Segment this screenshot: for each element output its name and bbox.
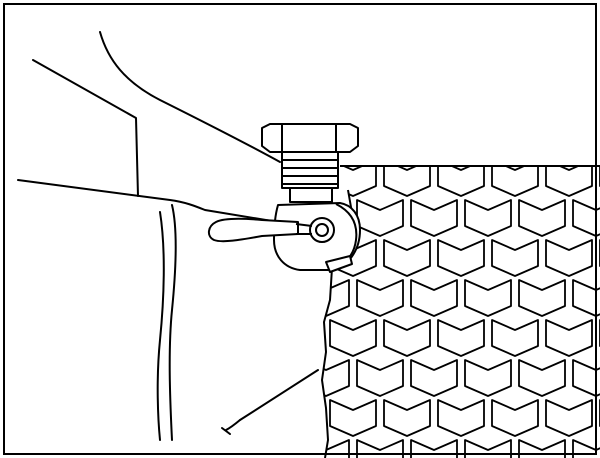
tread-block bbox=[410, 439, 458, 458]
tread-block bbox=[322, 359, 350, 397]
handle-lever bbox=[208, 217, 299, 243]
tank-lower-inner bbox=[156, 211, 165, 441]
tread-block bbox=[356, 199, 404, 237]
tread-block bbox=[491, 166, 539, 197]
tread-block bbox=[545, 239, 593, 277]
tread-block bbox=[464, 199, 512, 237]
fender-strut bbox=[239, 369, 319, 421]
tread-block bbox=[572, 199, 600, 237]
hex-nut-face-line bbox=[281, 124, 337, 152]
tread-block bbox=[464, 279, 512, 317]
tread-block bbox=[464, 359, 512, 397]
tread-block bbox=[518, 199, 566, 237]
tread-block bbox=[329, 319, 377, 357]
tread-block bbox=[572, 359, 600, 397]
tread-block bbox=[491, 239, 539, 277]
tread-block bbox=[437, 239, 485, 277]
thread-lines bbox=[282, 159, 338, 185]
tread-block bbox=[518, 359, 566, 397]
threaded-stem bbox=[281, 151, 339, 189]
tread-block bbox=[572, 279, 600, 317]
tread-block bbox=[410, 279, 458, 317]
tread-block-group bbox=[322, 166, 600, 458]
tread-block bbox=[545, 399, 593, 437]
tread-block bbox=[383, 239, 431, 277]
tread-block bbox=[518, 439, 566, 458]
tread-block bbox=[491, 399, 539, 437]
tread-block bbox=[572, 439, 600, 458]
tank-top-curve bbox=[99, 31, 281, 163]
fender-strut-tip bbox=[225, 419, 241, 431]
valve-spout bbox=[325, 255, 353, 273]
tread-block bbox=[356, 279, 404, 317]
tread-block bbox=[464, 439, 512, 458]
tread-block bbox=[545, 319, 593, 357]
tire-outline bbox=[321, 165, 600, 458]
handle-shaft bbox=[295, 223, 313, 235]
figure-border bbox=[3, 3, 597, 455]
tire-tread bbox=[321, 165, 600, 458]
tread-block bbox=[383, 319, 431, 357]
tread-block bbox=[491, 319, 539, 357]
tread-block bbox=[383, 399, 431, 437]
tank-body bbox=[17, 31, 319, 441]
tread-block bbox=[437, 319, 485, 357]
tread-block bbox=[437, 166, 485, 197]
tread-block bbox=[329, 399, 377, 437]
tank-lower-front bbox=[168, 204, 177, 441]
tread-block bbox=[518, 279, 566, 317]
hex-nut bbox=[261, 123, 359, 153]
valve-hub-inner bbox=[315, 223, 329, 237]
tank-seam-line bbox=[17, 179, 291, 225]
valve-neck bbox=[289, 187, 333, 203]
tread-block bbox=[545, 166, 593, 197]
tread-block bbox=[410, 199, 458, 237]
tread-block bbox=[322, 279, 350, 317]
drain-valve bbox=[208, 123, 361, 273]
tread-block bbox=[437, 399, 485, 437]
tread-block bbox=[410, 359, 458, 397]
tread-block bbox=[356, 439, 404, 458]
fender-bracket bbox=[221, 427, 231, 435]
tread-block bbox=[356, 359, 404, 397]
tank-upper-edge bbox=[32, 59, 139, 197]
tread-block bbox=[383, 166, 431, 197]
